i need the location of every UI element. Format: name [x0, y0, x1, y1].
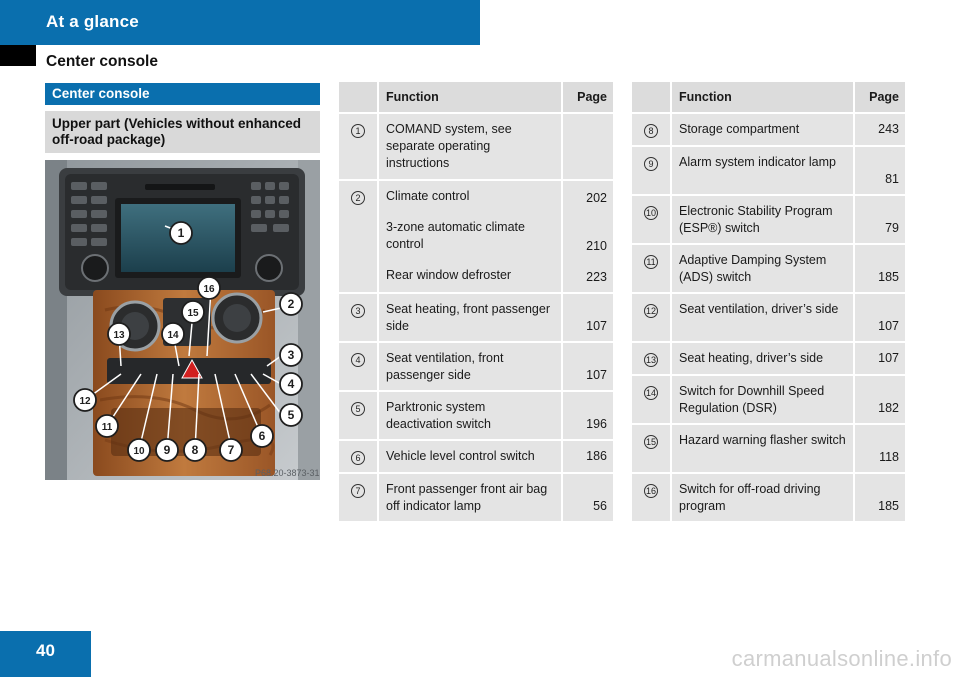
page-reference: 185: [853, 473, 905, 523]
function-description: Front passenger front air bag off indica…: [378, 473, 562, 523]
table-row: 7 Front passenger front air bag off indi…: [339, 473, 613, 523]
function-description: Seat heating, front passenger side: [378, 293, 562, 343]
page-reference: 107: [561, 293, 613, 343]
function-table-1: Function Page 1 COMAND system, see separ…: [339, 82, 613, 523]
page-reference: 79: [853, 195, 905, 245]
page-reference: 81: [853, 146, 905, 196]
center-console-photo: P68.20-3873-31: [45, 160, 320, 480]
watermark: carmanualsonline.info: [731, 646, 952, 671]
function-description: Adaptive Damping System (ADS) switch: [671, 244, 854, 294]
function-description: Switch for Downhill Speed Regulation (DS…: [671, 375, 854, 425]
chapter-header-bar: [0, 0, 480, 45]
item-number: 16: [644, 484, 658, 498]
table-header-row: Function Page: [339, 82, 613, 114]
item-number: 5: [351, 402, 365, 416]
item-number: 6: [351, 451, 365, 465]
page-reference: 107: [853, 293, 905, 343]
column-number-header: [339, 82, 379, 114]
page-reference: 186: [561, 440, 613, 474]
section-title: Center console: [46, 53, 158, 70]
page-reference: 223: [586, 270, 607, 284]
function-table-2: Function Page 8 Storage compartment 243 …: [632, 82, 905, 523]
item-number: 9: [644, 157, 658, 171]
column-page-header: Page: [853, 82, 905, 114]
item-number: 3: [351, 304, 365, 318]
item-number: 15: [644, 435, 658, 449]
page-reference: 210: [586, 239, 607, 253]
item-number: 4: [351, 353, 365, 367]
chapter-title: At a glance: [46, 12, 139, 31]
function-description: Switch for off-road driving program: [671, 473, 854, 523]
subsection-subheading: Upper part (Vehicles without enhanced of…: [45, 111, 320, 153]
item-number: 1: [351, 124, 365, 138]
function-description: Seat ventilation, driver’s side: [671, 293, 854, 343]
function-description: Vehicle level control switch: [378, 440, 562, 474]
column-number-header: [632, 82, 672, 114]
item-number: 10: [644, 206, 658, 220]
table-row: 16 Switch for off-road driving program 1…: [632, 473, 905, 523]
page-reference: 56: [561, 473, 613, 523]
function-description: COMAND system, see separate operating in…: [378, 113, 562, 181]
item-number: 14: [644, 386, 658, 400]
page-reference: 182: [853, 375, 905, 425]
table-row: 4 Seat ventilation, front passenger side…: [339, 342, 613, 392]
column-function-header: Function: [378, 82, 562, 114]
table-row: 14 Switch for Downhill Speed Regulation …: [632, 375, 905, 425]
item-number: 2: [351, 191, 365, 205]
function-description: Storage compartment: [671, 113, 854, 147]
page-reference: 243: [853, 113, 905, 147]
item-number: 8: [644, 124, 658, 138]
page-reference: 118: [853, 424, 905, 474]
table-row: 12 Seat ventilation, driver’s side 107: [632, 293, 905, 343]
function-description: Parktronic system deactivation switch: [378, 391, 562, 441]
page-reference: [561, 113, 613, 181]
function-description: 3-zone automatic climate control: [386, 220, 525, 251]
function-description: Electronic Stability Program (ESP®) swit…: [671, 195, 854, 245]
column-page-header: Page: [561, 82, 613, 114]
function-description: Hazard warning flasher switch: [671, 424, 854, 474]
page-number-box: [0, 631, 91, 677]
page-reference: 202: [586, 191, 607, 205]
page-reference: 196: [561, 391, 613, 441]
table-row: 5 Parktronic system deactivation switch …: [339, 391, 613, 441]
table-row: 2 Climate control 3-zone automatic clima…: [339, 180, 613, 294]
photo-reference: P68.20-3873-31: [255, 468, 320, 478]
table-row: 11 Adaptive Damping System (ADS) switch …: [632, 244, 905, 294]
function-description: Seat ventilation, front passenger side: [378, 342, 562, 392]
item-number: 12: [644, 304, 658, 318]
table-row: 6 Vehicle level control switch 186: [339, 440, 613, 474]
table-row: 9 Alarm system indicator lamp 81: [632, 146, 905, 196]
table-row: 10 Electronic Stability Program (ESP®) s…: [632, 195, 905, 245]
item-number: 11: [644, 255, 658, 269]
table-row: 13 Seat heating, driver’s side 107: [632, 342, 905, 376]
table-row: 15 Hazard warning flasher switch 118: [632, 424, 905, 474]
item-number: 7: [351, 484, 365, 498]
function-description: Rear window defroster: [386, 268, 512, 282]
table-row: 3 Seat heating, front passenger side 107: [339, 293, 613, 343]
page-reference: 185: [853, 244, 905, 294]
function-description: Seat heating, driver’s side: [671, 342, 854, 376]
header-marker: [0, 45, 36, 66]
subsection-heading: Center console: [45, 83, 320, 105]
function-description: Alarm system indicator lamp: [671, 146, 854, 196]
item-number: 13: [644, 353, 658, 367]
table-row: 8 Storage compartment 243: [632, 113, 905, 147]
table-header-row: Function Page: [632, 82, 905, 114]
table-row: 1 COMAND system, see separate operating …: [339, 113, 613, 181]
column-function-header: Function: [671, 82, 854, 114]
page-reference: 107: [561, 342, 613, 392]
page-number: 40: [36, 641, 55, 660]
function-description: Climate control: [386, 189, 470, 203]
page-reference: 107: [853, 342, 905, 376]
